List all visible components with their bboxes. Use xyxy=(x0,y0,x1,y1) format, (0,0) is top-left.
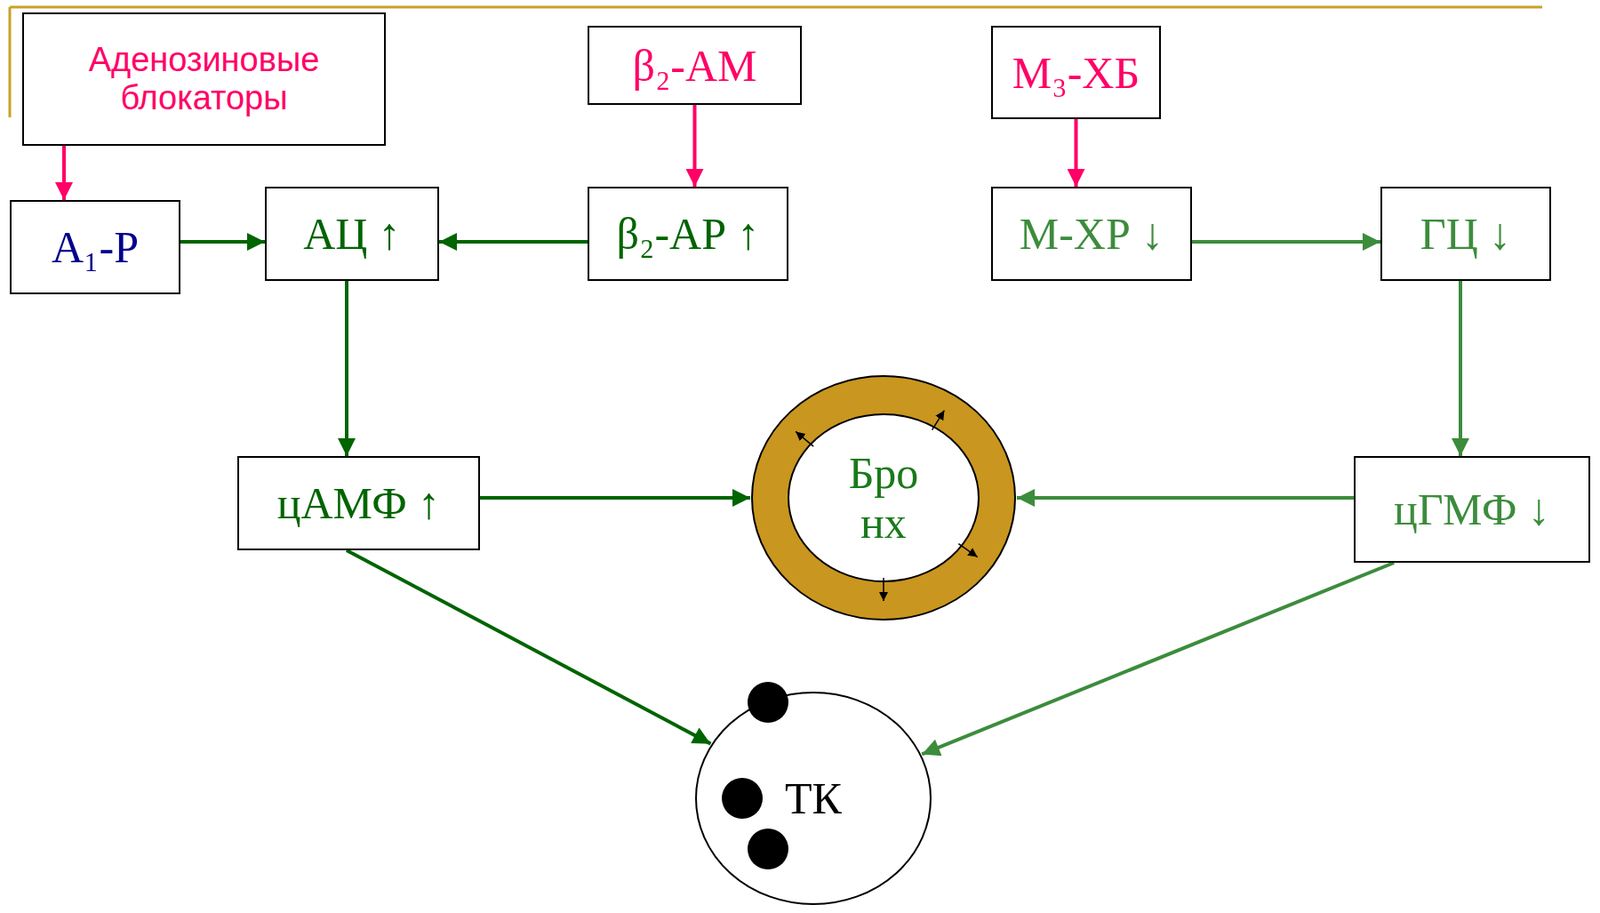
node-text: β₂-АМ xyxy=(632,40,757,91)
connector-arrow xyxy=(180,240,265,244)
node-text: М-ХР ↓ xyxy=(1019,208,1165,259)
connector-arrow xyxy=(1192,240,1381,244)
node-text: Аденозиновые блокаторы xyxy=(57,40,352,117)
receptor-box: β₂-АР ↑ xyxy=(587,186,789,281)
cell-ellipse: ТК xyxy=(694,690,933,906)
node-text: ГЦ ↓ xyxy=(1420,208,1512,259)
node-text: цГМФ ↓ xyxy=(1393,484,1551,535)
bronchus-wall xyxy=(752,376,1016,620)
text-group: цГМФ ↓ xyxy=(1393,484,1551,535)
text-group: ТК xyxy=(784,773,842,824)
connector-arrow xyxy=(346,550,712,744)
drug-box: Аденозиновые блокаторы xyxy=(22,12,386,146)
text-group: Аденозиновые блокаторы xyxy=(57,40,352,117)
connector-arrow xyxy=(439,240,588,244)
enzyme-box: АЦ ↑ xyxy=(264,186,440,281)
granule-dot xyxy=(747,681,789,723)
text-group: АЦ ↑ xyxy=(303,208,401,259)
node-text: Бро нх xyxy=(830,448,937,548)
node-text: β₂-АР ↑ xyxy=(616,208,760,259)
frame-line xyxy=(9,6,1543,9)
node-text: ТК xyxy=(784,773,842,824)
messenger-box: цАМФ ↑ xyxy=(237,456,480,551)
drug-box: β₂-АМ xyxy=(587,25,802,105)
drug-box: М₃-ХБ xyxy=(991,25,1161,120)
text-group: β₂-АР ↑ xyxy=(616,208,760,259)
text-group: Бро нх xyxy=(830,448,937,548)
text-group: М₃-ХБ xyxy=(1012,48,1140,98)
connector-arrow xyxy=(693,104,697,187)
granule-dot xyxy=(721,777,763,819)
node-text: АЦ ↑ xyxy=(303,208,401,259)
dilation-arrow xyxy=(882,577,885,601)
text-group: цАМФ ↑ xyxy=(277,478,441,528)
text-group: ГЦ ↓ xyxy=(1420,208,1512,259)
frame-line xyxy=(8,7,12,118)
node-text: А₁-Р xyxy=(51,222,139,272)
bronchus-ring: Бро нх xyxy=(750,374,1017,622)
messenger-box: цГМФ ↓ xyxy=(1353,456,1591,563)
enzyme-box: ГЦ ↓ xyxy=(1380,186,1552,281)
dilation-arrow xyxy=(958,544,977,558)
connector-arrow xyxy=(480,496,751,500)
text-group: β₂-АМ xyxy=(632,40,757,91)
granule-dot xyxy=(747,828,789,870)
dilation-arrow xyxy=(932,410,945,431)
connector-arrow xyxy=(344,280,349,456)
dilation-arrow xyxy=(795,431,814,447)
connector-arrow xyxy=(1016,496,1354,500)
connector-arrow xyxy=(1458,280,1463,456)
text-group: А₁-Р xyxy=(51,222,139,272)
receptor-box: А₁-Р xyxy=(9,200,181,295)
connector-arrow xyxy=(921,562,1394,754)
connector-arrow xyxy=(1074,119,1079,187)
node-text: М₃-ХБ xyxy=(1012,48,1140,98)
cell-membrane xyxy=(696,692,931,904)
text-group: М-ХР ↓ xyxy=(1019,208,1165,259)
connector-arrow xyxy=(62,145,66,200)
node-text: цАМФ ↑ xyxy=(277,478,441,528)
receptor-box: М-ХР ↓ xyxy=(991,186,1192,281)
bronchus-lumen xyxy=(788,414,979,582)
